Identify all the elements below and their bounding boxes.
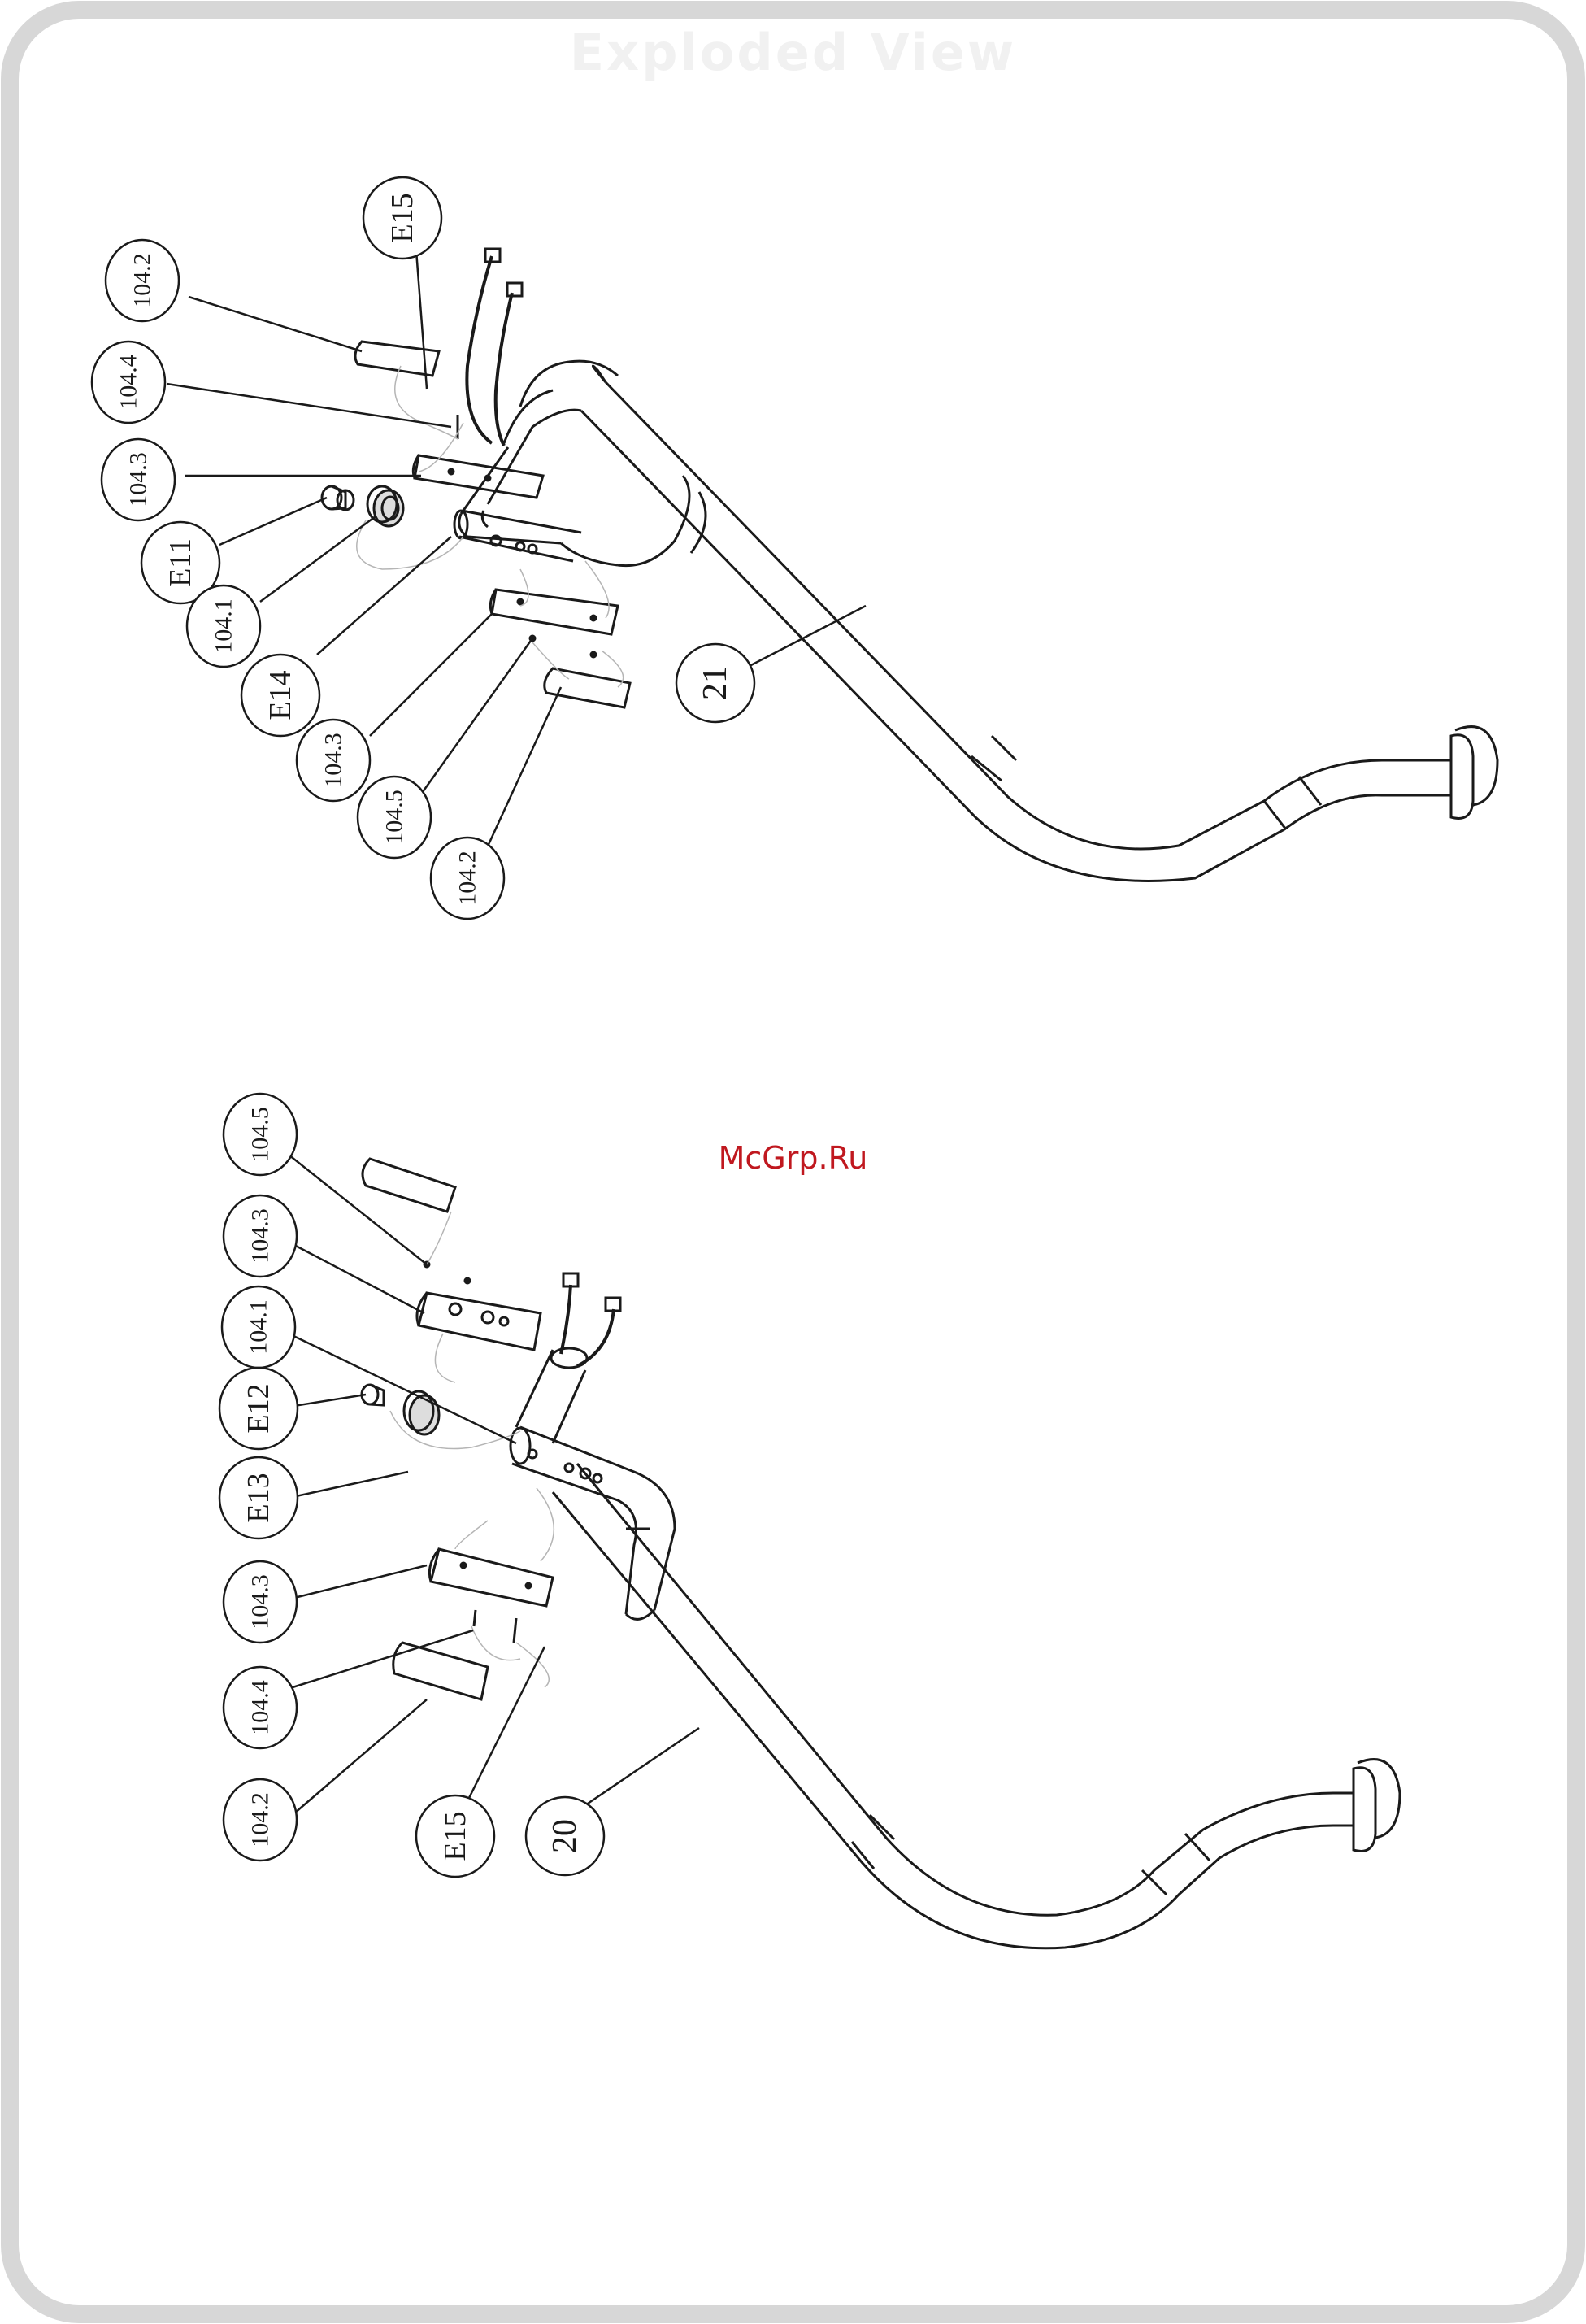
svg-text:104.4: 104.4 bbox=[247, 1680, 274, 1735]
svg-text:104.2: 104.2 bbox=[247, 1792, 274, 1847]
svg-text:E11: E11 bbox=[163, 538, 198, 587]
svg-text:104.2: 104.2 bbox=[454, 851, 481, 906]
callout-104-3-bottom-b: 104.3 bbox=[224, 1561, 297, 1643]
callout-104-3-top-a: 104.3 bbox=[102, 439, 175, 520]
callout-104-1-top: 104.1 bbox=[187, 585, 260, 667]
callout-e15-top: E15 bbox=[363, 177, 441, 259]
svg-text:E12: E12 bbox=[241, 1383, 276, 1433]
callout-104-3-top-b: 104.3 bbox=[297, 720, 370, 801]
watermark: McGrp.Ru bbox=[0, 1140, 1586, 1176]
callout-104-2-bottom: 104.2 bbox=[224, 1779, 297, 1861]
svg-text:104.1: 104.1 bbox=[246, 1299, 272, 1355]
callout-e13-bottom: E13 bbox=[219, 1457, 298, 1538]
callout-104-3-bottom-a: 104.3 bbox=[224, 1195, 297, 1277]
callout-21: 21 bbox=[676, 644, 754, 722]
callout-e15-bottom: E15 bbox=[416, 1795, 494, 1877]
svg-text:E15: E15 bbox=[385, 193, 419, 242]
svg-text:104.3: 104.3 bbox=[320, 733, 347, 788]
svg-text:E13: E13 bbox=[241, 1473, 276, 1522]
svg-text:104.2: 104.2 bbox=[129, 253, 156, 308]
svg-text:104.3: 104.3 bbox=[247, 1574, 274, 1630]
svg-text:21: 21 bbox=[697, 666, 734, 700]
svg-text:104.1: 104.1 bbox=[211, 598, 237, 654]
callout-20: 20 bbox=[526, 1797, 604, 1875]
callout-104-4-top: 104.4 bbox=[92, 342, 165, 423]
callout-104-2-top-b: 104.2 bbox=[431, 838, 504, 919]
svg-text:104.4: 104.4 bbox=[115, 355, 142, 410]
callout-104-4-bottom: 104.4 bbox=[224, 1667, 297, 1748]
svg-text:E14: E14 bbox=[263, 670, 298, 720]
callout-104-5-top: 104.5 bbox=[358, 777, 431, 858]
svg-text:E15: E15 bbox=[438, 1811, 472, 1861]
svg-text:20: 20 bbox=[546, 1819, 584, 1853]
svg-text:104.3: 104.3 bbox=[125, 452, 152, 507]
callout-104-2-top-a: 104.2 bbox=[106, 240, 179, 321]
callout-104-1-bottom: 104.1 bbox=[222, 1286, 295, 1368]
callout-e12-bottom: E12 bbox=[219, 1368, 298, 1449]
callout-e14-top: E14 bbox=[241, 655, 319, 736]
svg-text:104.3: 104.3 bbox=[247, 1208, 274, 1264]
page-title: Exploded View bbox=[0, 23, 1586, 82]
svg-text:104.5: 104.5 bbox=[381, 790, 408, 845]
